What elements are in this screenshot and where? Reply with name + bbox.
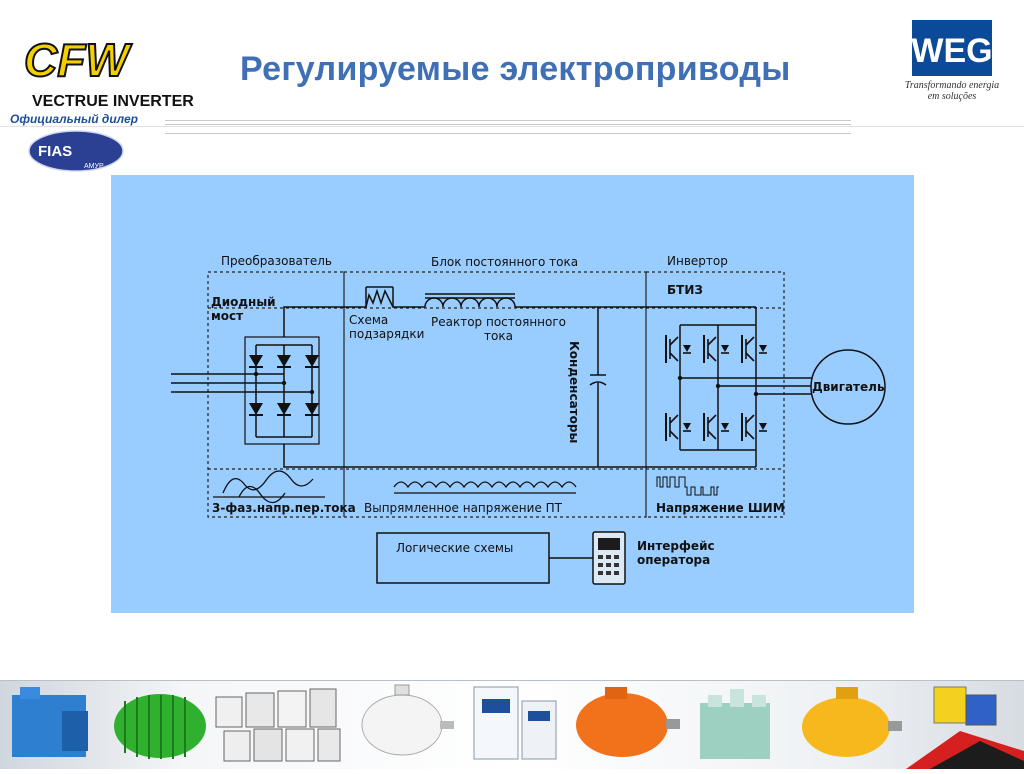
contactors-image (215, 688, 341, 762)
cfw-logo-text: CFW (24, 34, 132, 86)
label-dc-block: Блок постоянного тока (431, 255, 579, 269)
label-inverter: Инвертор (667, 254, 728, 268)
keypad-icon (592, 531, 626, 585)
product-image-strip (0, 680, 1024, 769)
divider (165, 120, 851, 121)
svg-text:WEG: WEG (911, 32, 992, 70)
label-motor: Двигатель (812, 380, 885, 394)
svg-text:FIAS: FIAS (38, 143, 72, 160)
dealer-label: Официальный дилер (10, 112, 138, 126)
dc-bus-negative (283, 444, 756, 468)
dc-bus-positive (283, 306, 356, 337)
igbt-switches (665, 334, 768, 442)
pwm-waveform (656, 476, 719, 496)
cfw-vectrue-logo: CFW VECTRUE INVERTER (20, 32, 205, 112)
high-voltage-motor-image (12, 687, 88, 757)
inverters-image (473, 686, 557, 760)
transformer-image (700, 689, 770, 759)
label-dc-voltage: Выпрямленное напряжение ПТ (364, 501, 562, 515)
green-motor-image (114, 694, 206, 759)
divider (165, 133, 851, 134)
divider (165, 124, 851, 125)
precharge-circuit (356, 288, 411, 308)
label-converter: Преобразователь (221, 254, 332, 268)
label-ac-voltage: 3-фаз.напр.пер.тока (212, 501, 356, 515)
label-pwm-voltage: Напряжение ШИМ (656, 501, 785, 515)
diagram-graphics (171, 271, 886, 585)
dc-link-box (343, 271, 647, 518)
ac-waveform (213, 470, 325, 504)
dc-reactor (424, 297, 516, 308)
fias-amur-logo: FIAS АМУР (26, 128, 126, 174)
dc-ripple-waveform (393, 481, 577, 494)
weg-logo: WEG (896, 18, 1008, 108)
drive-block-diagram: Преобразователь Блок постоянного тока Ин… (111, 175, 914, 613)
weg-tagline: Transformando energia em soluções (904, 80, 1000, 102)
divider (0, 126, 1024, 127)
yellow-motor-image (802, 687, 902, 757)
label-logic-circuits: Логические схемы (396, 541, 514, 555)
converter-box (207, 271, 345, 518)
motor-circle (810, 349, 886, 425)
page-title: Регулируемые электроприводы (240, 50, 791, 88)
label-capacitors: Конденсаторы (567, 341, 581, 444)
diode-bridge-box (244, 336, 320, 445)
vectrue-inverter-text: VECTRUE INVERTER (32, 93, 194, 110)
label-igbt: БТИЗ (667, 283, 703, 297)
orange-motor-image (576, 687, 680, 757)
svg-text:АМУР: АМУР (84, 163, 104, 170)
white-motor-image (361, 684, 454, 756)
paint-cans-image (906, 686, 1024, 769)
